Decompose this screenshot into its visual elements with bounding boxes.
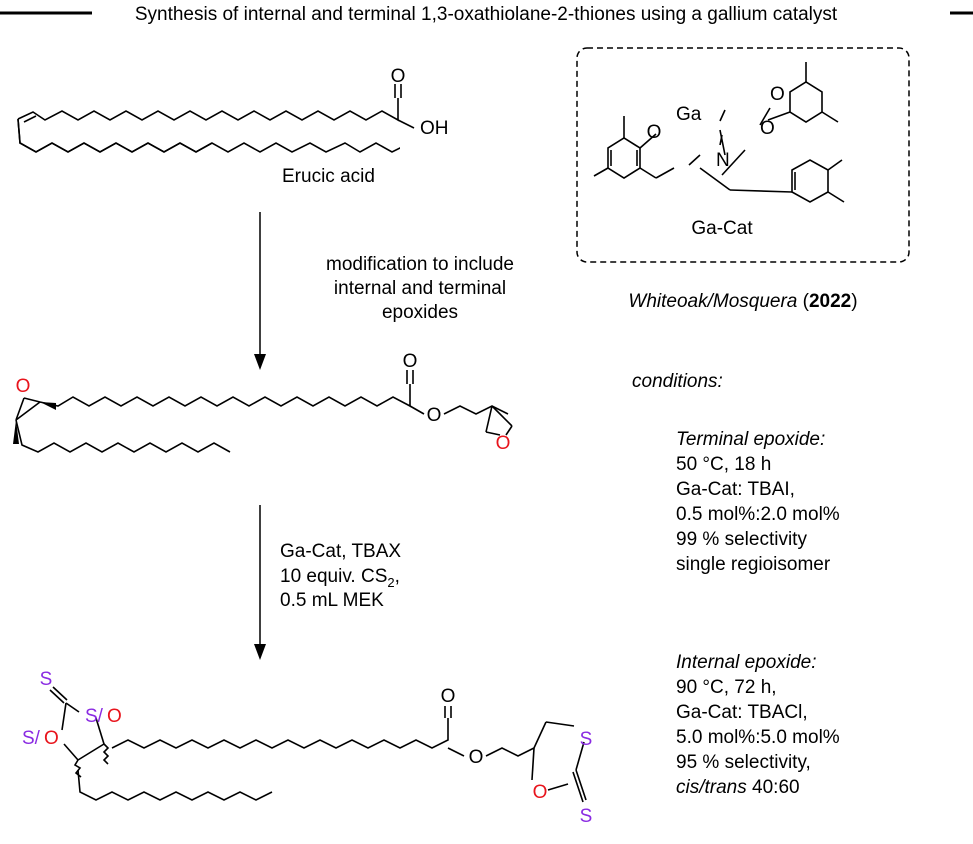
step1-line3: epoxides xyxy=(382,302,458,323)
terminal-line-1: 50 °C, 18 h xyxy=(676,454,771,475)
internal-ratio-label: cis/trans xyxy=(676,777,747,798)
internal-line-4: 95 % selectivity, xyxy=(676,752,811,773)
conditions-heading: conditions: xyxy=(632,371,723,392)
scheme-title: Synthesis of internal and terminal 1,3-o… xyxy=(135,4,838,25)
wedge-bond-2 xyxy=(13,420,19,444)
terminal-line-5: single regioisomer xyxy=(676,554,831,575)
citation-close: ) xyxy=(851,291,857,312)
diepoxide-structure xyxy=(15,370,513,453)
internal-ratio-value: 40:60 xyxy=(747,777,800,798)
ga-cat-structure xyxy=(593,62,845,203)
erucic-tail xyxy=(17,118,213,153)
citation-authors: Whiteoak/Mosquera xyxy=(628,291,797,312)
terminal-line-3: 0.5 mol%:2.0 mol% xyxy=(676,504,840,525)
step2-line3: 0.5 mL MEK xyxy=(280,590,384,611)
mask xyxy=(400,138,973,168)
atom-o-gacat-2: O xyxy=(770,84,785,105)
atom-o-gacat-1: O xyxy=(647,122,662,143)
ga-cat-label: Ga-Cat xyxy=(691,218,753,239)
product-structure xyxy=(49,686,587,803)
citation: Whiteoak/Mosquera (2022) xyxy=(628,291,857,312)
atom-o-epoxide-terminal: O xyxy=(496,433,511,454)
step2-line2-prefix: 10 equiv. CS xyxy=(280,566,387,587)
internal-title: Internal epoxide: xyxy=(676,652,817,673)
atom-o-ester: O xyxy=(427,405,442,426)
atom-o-epoxide-internal: O xyxy=(16,376,31,397)
atom-o-erucic: O xyxy=(391,66,406,87)
atom-o-product-ester: O xyxy=(469,747,484,768)
step1-line2: internal and terminal xyxy=(334,278,506,299)
terminal-line-2: Ga-Cat: TBAI, xyxy=(676,479,795,500)
atom-s-thione-1: S xyxy=(40,669,53,690)
atom-o-gacat-3: O xyxy=(760,118,775,139)
arrowhead-1 xyxy=(254,354,266,370)
atom-o-ring-terminal: O xyxy=(533,782,548,803)
erucic-acid-label: Erucic acid xyxy=(282,166,375,187)
citation-open: ( xyxy=(797,291,809,312)
atom-o-product-carbonyl: O xyxy=(441,686,456,707)
atom-s-ring-2: S/ xyxy=(22,728,41,749)
atom-s-thione-terminal: S xyxy=(580,806,593,827)
terminal-title: Terminal epoxide: xyxy=(676,429,825,450)
wedge-bond-1 xyxy=(40,402,56,410)
internal-line-2: Ga-Cat: TBACl, xyxy=(676,702,808,723)
step2-line2-suffix: , xyxy=(395,566,400,587)
citation-year: 2022 xyxy=(809,291,851,312)
ga-cat-box xyxy=(576,47,910,263)
terminal-line-4: 99 % selectivity xyxy=(676,529,807,550)
atom-ga: Ga xyxy=(676,104,702,125)
internal-line-3: 5.0 mol%:5.0 mol% xyxy=(676,727,840,748)
internal-line-5: cis/trans 40:60 xyxy=(676,777,800,798)
step1-line1: modification to include xyxy=(326,254,514,275)
internal-line-1: 90 °C, 72 h, xyxy=(676,677,777,698)
atom-o-ring-1: O xyxy=(107,706,122,727)
atom-oh-erucic: OH xyxy=(420,118,449,139)
arrowhead-2 xyxy=(254,644,266,660)
step2-line2: 10 equiv. CS2, xyxy=(280,566,400,590)
atom-s-ring-1: S/ xyxy=(85,706,104,727)
atom-o-ester-carbonyl: O xyxy=(403,351,418,372)
atom-s-ring-terminal: S xyxy=(580,729,593,750)
ga-cat-bond-b xyxy=(729,189,793,193)
atom-n-gacat: N xyxy=(716,150,730,171)
step2-line2-subscript: 2 xyxy=(387,575,394,590)
step2-line1: Ga-Cat, TBAX xyxy=(280,541,401,562)
ga-cat-bond-a xyxy=(699,167,731,191)
atom-o-ring-2: O xyxy=(44,728,59,749)
